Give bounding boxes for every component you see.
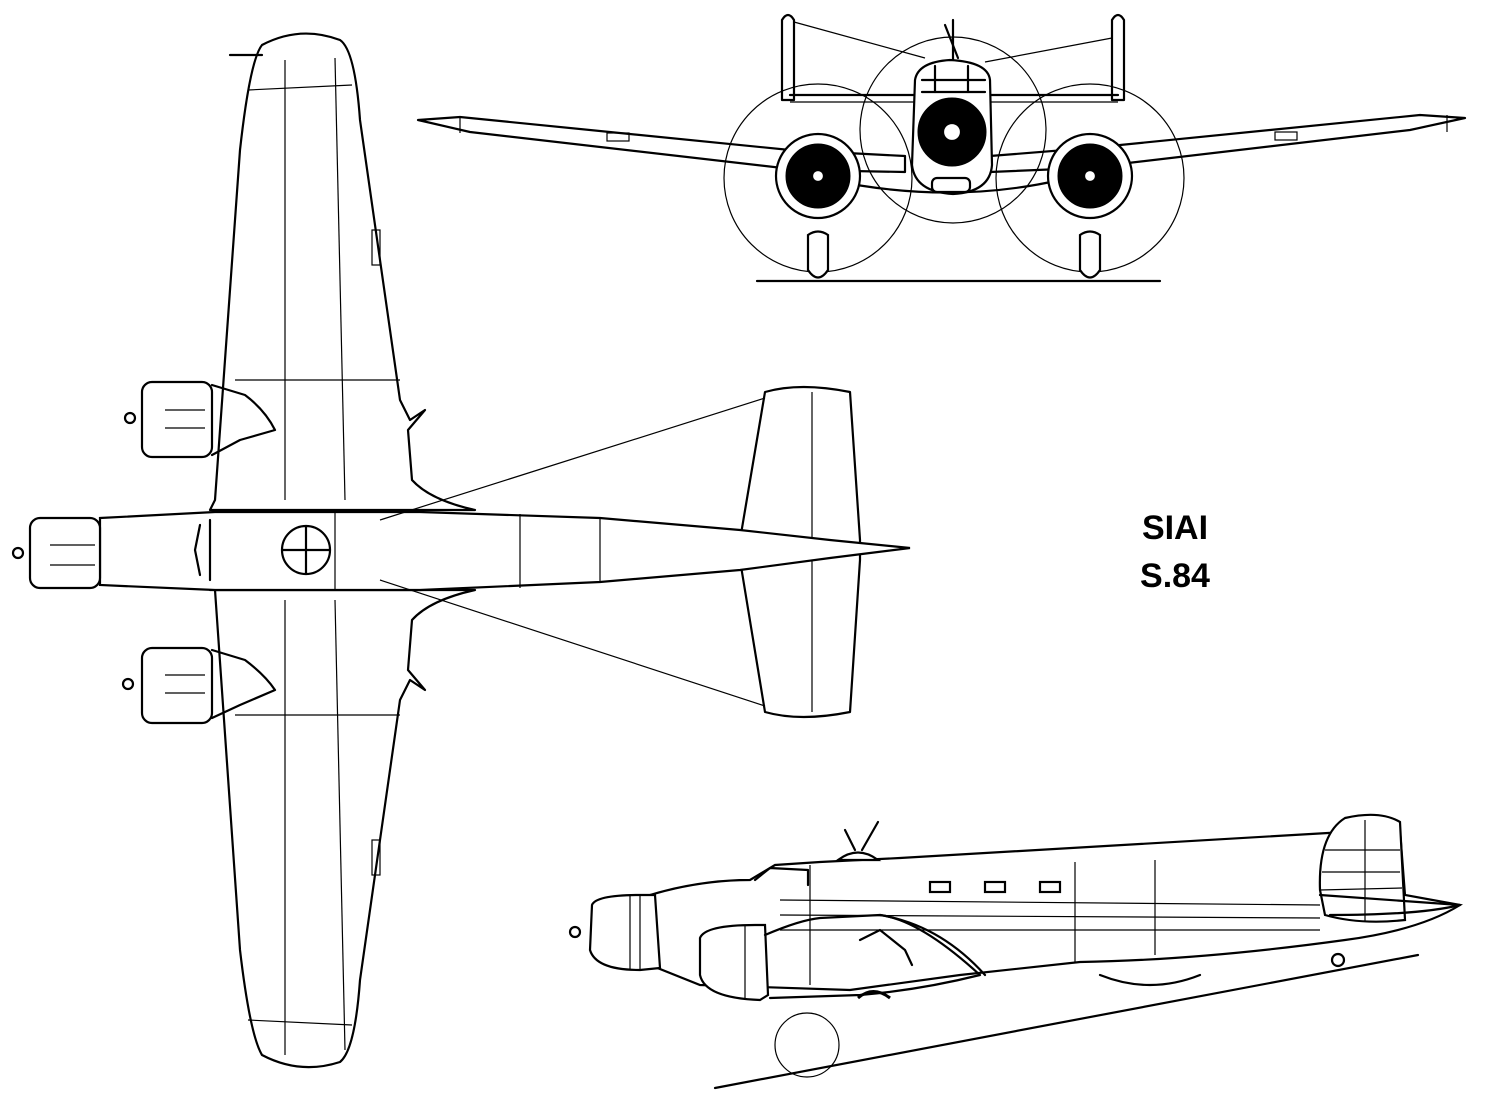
side-tail-wheel bbox=[1330, 952, 1346, 968]
front-right-gear bbox=[1078, 230, 1102, 279]
side-fuselage bbox=[648, 823, 1463, 992]
top-tailplane bbox=[738, 385, 862, 719]
side-nose-engine bbox=[588, 893, 662, 972]
top-upper-wing bbox=[208, 32, 477, 512]
front-left-gear bbox=[806, 230, 830, 279]
side-ground-line bbox=[713, 953, 1420, 1090]
front-right-fin bbox=[1110, 13, 1126, 102]
top-fuselage bbox=[98, 510, 911, 592]
side-tail-fin bbox=[1318, 813, 1407, 923]
top-view bbox=[11, 32, 911, 1069]
side-view bbox=[568, 813, 1463, 1090]
side-turret bbox=[834, 851, 882, 862]
title-line-1: SIAI bbox=[1141, 509, 1209, 547]
top-upper-engine bbox=[140, 380, 214, 459]
top-nose-engine bbox=[28, 516, 102, 590]
side-main-wheel bbox=[774, 1012, 840, 1078]
front-view bbox=[416, 13, 1467, 283]
front-left-wing bbox=[416, 115, 907, 174]
side-wing-nacelle bbox=[698, 923, 770, 1002]
top-lower-engine bbox=[140, 646, 214, 725]
title-line-2: S.84 bbox=[1140, 557, 1210, 595]
top-lower-wing bbox=[208, 588, 477, 1069]
